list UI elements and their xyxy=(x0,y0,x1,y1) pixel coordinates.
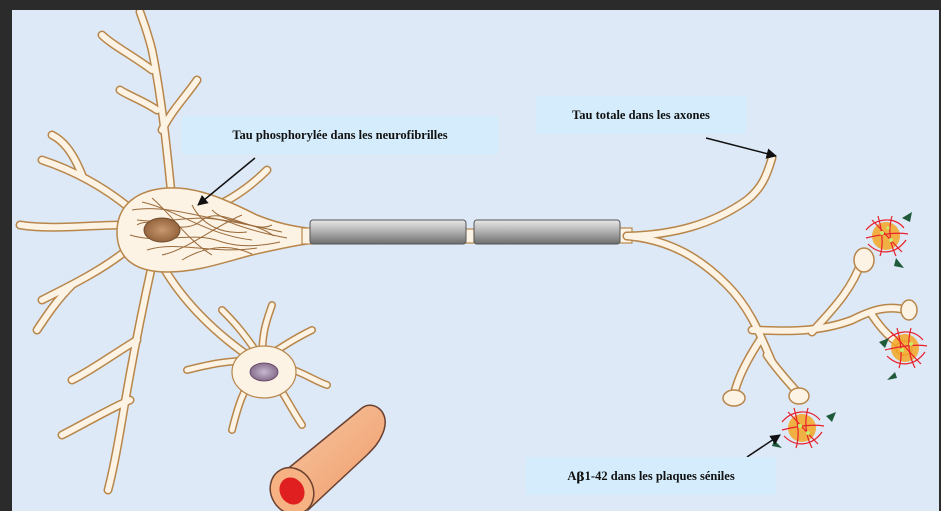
label-abeta-beta: β xyxy=(576,469,584,484)
label-tau-total: Tau totale dans les axones xyxy=(536,96,746,134)
label-tau-phosphorylated-text: Tau phosphorylée dans les neurofibrilles xyxy=(232,128,447,143)
label-abeta-suffix: 1-42 dans les plaques séniles xyxy=(585,469,735,484)
axon-terminals-fill xyxy=(627,158,907,395)
neuron-nucleus xyxy=(144,218,180,242)
myelin-sheath-1 xyxy=(310,220,466,244)
label-tau-phosphorylated: Tau phosphorylée dans les neurofibrilles xyxy=(182,116,498,154)
arrow-tau-total xyxy=(706,138,776,156)
label-abeta-prefix: A xyxy=(567,469,576,484)
glial-nucleus xyxy=(250,363,278,381)
diagram-canvas: Tau phosphorylée dans les neurofibrilles… xyxy=(12,10,939,511)
myelin-sheath-2 xyxy=(474,220,620,244)
label-tau-total-text: Tau totale dans les axones xyxy=(572,108,710,123)
blood-vessel xyxy=(262,405,385,511)
senile-plaque-3 xyxy=(772,408,836,448)
myelin-sheaths xyxy=(310,220,620,244)
neuron-diagram xyxy=(12,10,939,511)
